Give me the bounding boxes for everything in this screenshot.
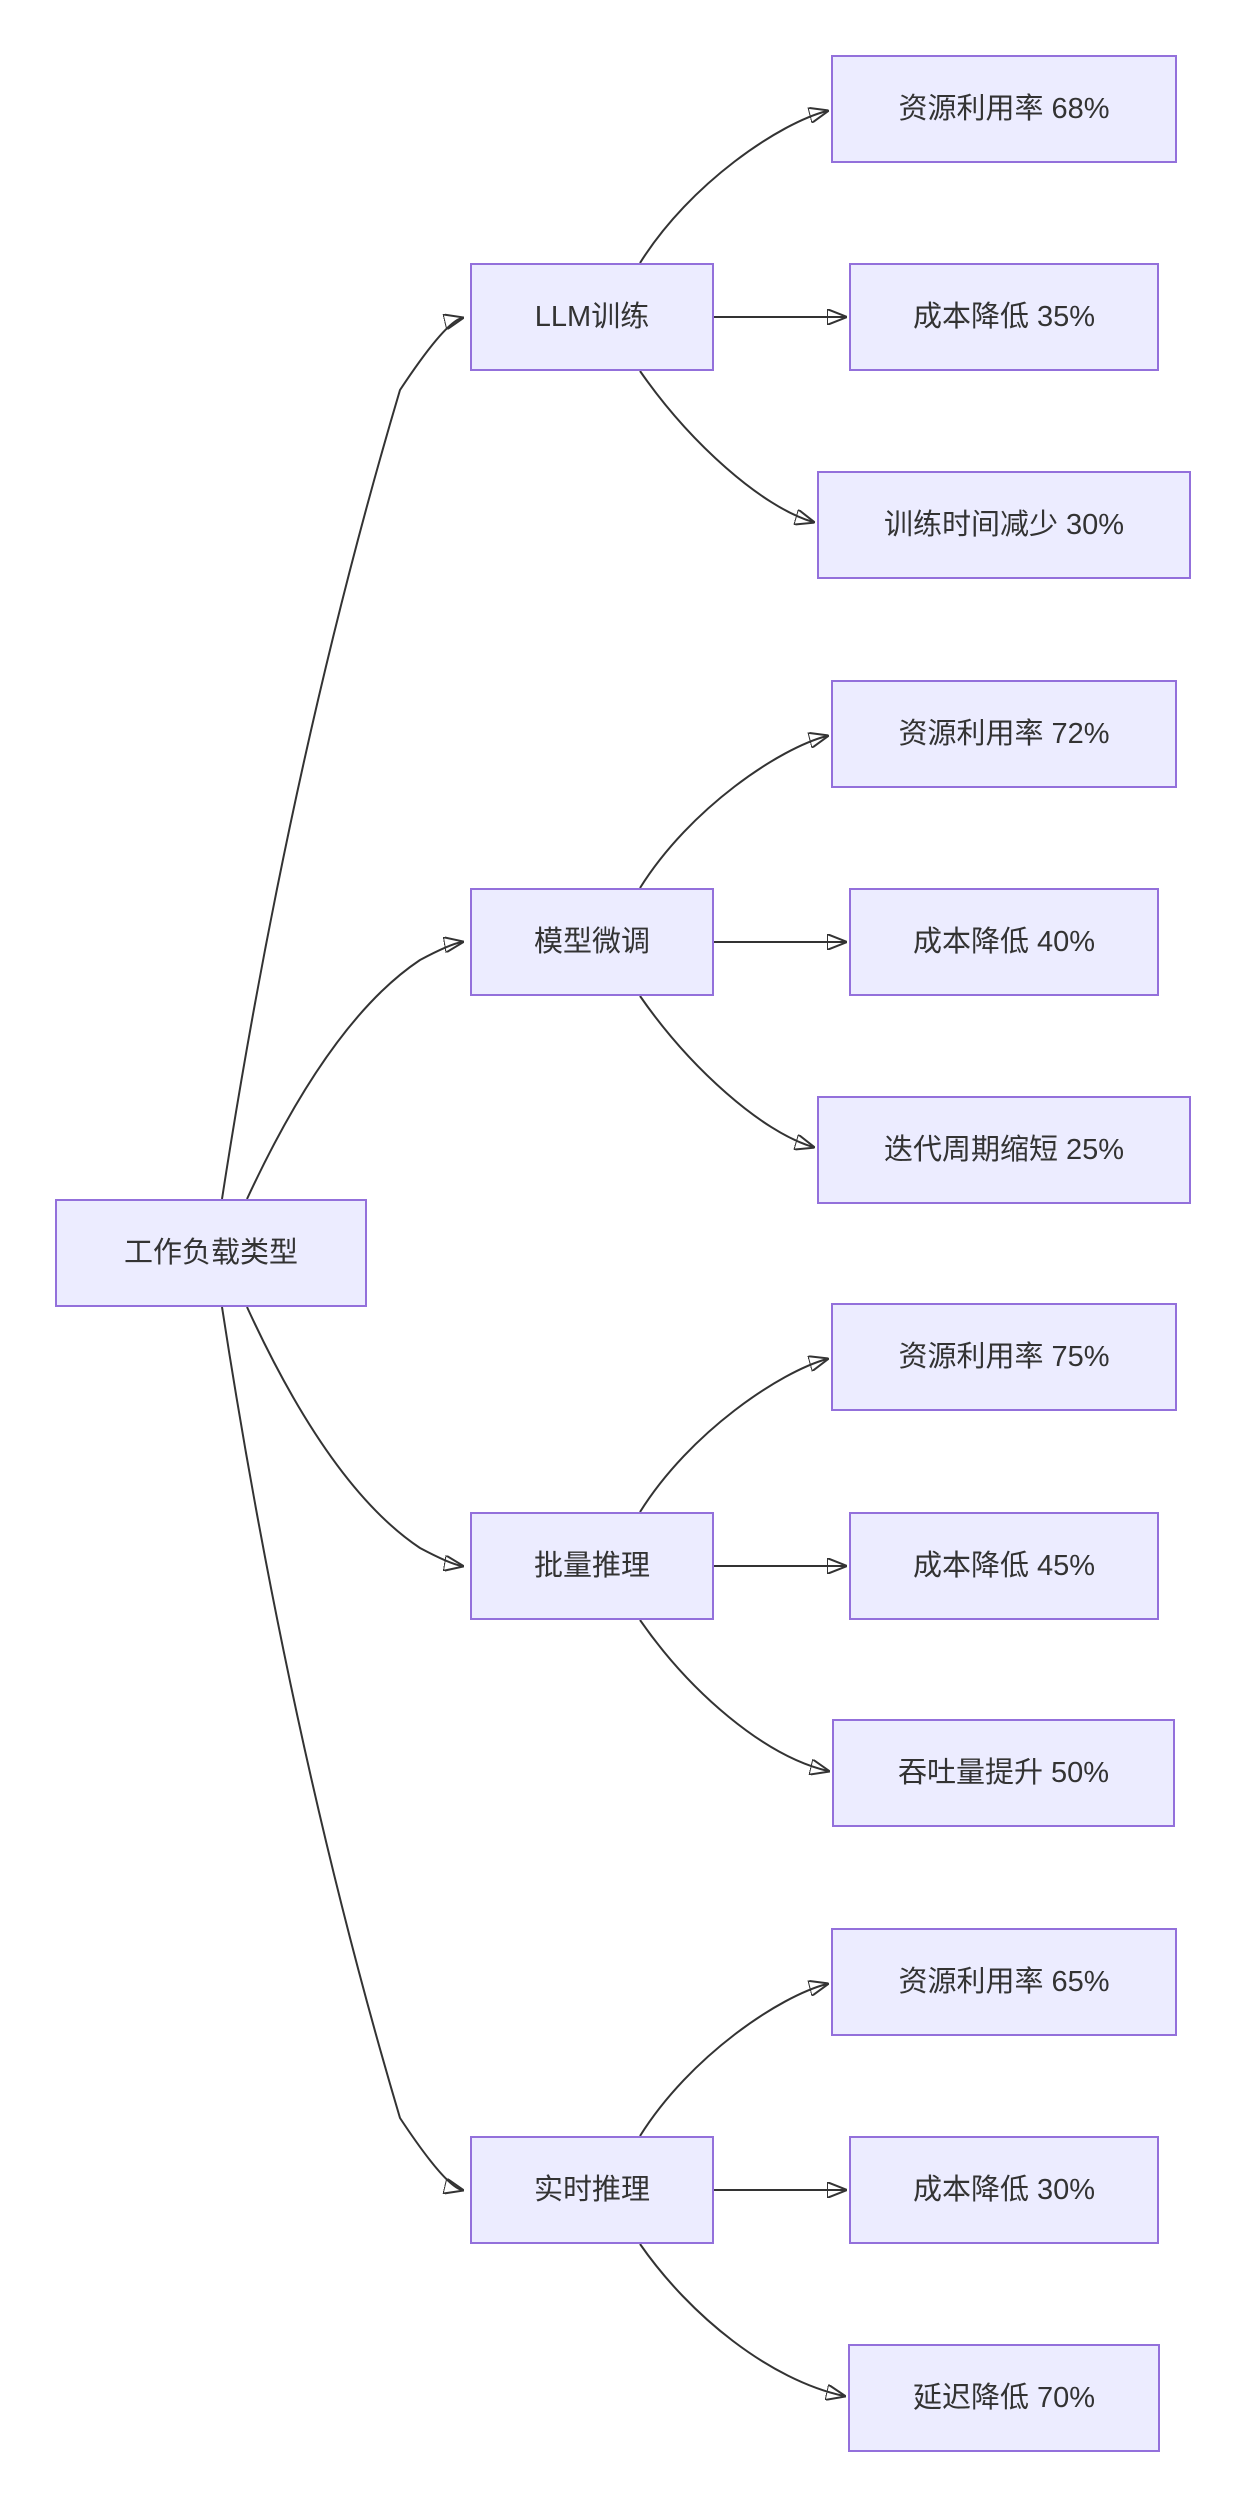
metric-node-label: 资源利用率 72% xyxy=(898,717,1110,750)
edge-root-to-model-finetuning xyxy=(246,942,462,1200)
metric-node-batch-inference-throughput: 吞吐量提升 50% xyxy=(832,1719,1175,1827)
metric-node-llm-training-cost: 成本降低 35% xyxy=(849,263,1159,371)
edge-realtime-inference-to-metric-0 xyxy=(639,1984,827,2137)
root-node-label: 工作负载类型 xyxy=(123,1236,298,1269)
edge-batch-inference-to-metric-0 xyxy=(639,1359,827,1513)
metric-node-label: 成本降低 40% xyxy=(912,925,1096,958)
metric-node-label: 资源利用率 75% xyxy=(898,1340,1110,1373)
metric-node-realtime-inference-latency: 延迟降低 70% xyxy=(848,2344,1160,2452)
metric-node-label: 成本降低 45% xyxy=(912,1549,1096,1582)
edge-root-to-llm-training xyxy=(221,318,462,1200)
edge-llm-training-to-metric-2 xyxy=(639,370,813,522)
edge-model-finetuning-to-metric-2 xyxy=(639,995,813,1147)
metric-node-label: 延迟降低 70% xyxy=(912,2381,1096,2414)
branch-node-label: LLM训练 xyxy=(534,300,650,333)
branch-node-label: 模型微调 xyxy=(533,925,650,958)
metric-node-label: 训练时间减少 30% xyxy=(883,508,1125,541)
edge-root-to-batch-inference xyxy=(246,1306,462,1566)
edge-root-to-realtime-inference xyxy=(221,1306,462,2190)
metric-node-llm-training-utilization: 资源利用率 68% xyxy=(831,55,1177,163)
branch-node-batch-inference: 批量推理 xyxy=(470,1512,714,1620)
metric-node-batch-inference-cost: 成本降低 45% xyxy=(849,1512,1159,1620)
edge-realtime-inference-to-metric-2 xyxy=(639,2243,844,2396)
metric-node-model-finetuning-cost: 成本降低 40% xyxy=(849,888,1159,996)
edge-llm-training-to-metric-0 xyxy=(639,111,827,264)
edge-model-finetuning-to-metric-0 xyxy=(639,736,827,889)
branch-node-realtime-inference: 实时推理 xyxy=(470,2136,714,2244)
branch-node-llm-training: LLM训练 xyxy=(470,263,714,371)
metric-node-label: 资源利用率 68% xyxy=(898,92,1110,125)
metric-node-label: 成本降低 35% xyxy=(912,300,1096,333)
metric-node-batch-inference-utilization: 资源利用率 75% xyxy=(831,1303,1177,1411)
metric-node-label: 资源利用率 65% xyxy=(898,1965,1110,1998)
branch-node-label: 实时推理 xyxy=(533,2173,650,2206)
edge-batch-inference-to-metric-2 xyxy=(639,1619,828,1771)
metric-node-llm-training-time: 训练时间减少 30% xyxy=(817,471,1191,579)
metric-node-label: 吞吐量提升 50% xyxy=(897,1756,1110,1789)
branch-node-label: 批量推理 xyxy=(533,1549,650,1582)
metric-node-model-finetuning-iteration: 迭代周期缩短 25% xyxy=(817,1096,1191,1204)
metric-node-label: 成本降低 30% xyxy=(912,2173,1096,2206)
metric-node-model-finetuning-utilization: 资源利用率 72% xyxy=(831,680,1177,788)
metric-node-realtime-inference-utilization: 资源利用率 65% xyxy=(831,1928,1177,2036)
branch-node-model-finetuning: 模型微调 xyxy=(470,888,714,996)
metric-node-realtime-inference-cost: 成本降低 30% xyxy=(849,2136,1159,2244)
root-node-workload-type: 工作负载类型 xyxy=(55,1199,367,1307)
metric-node-label: 迭代周期缩短 25% xyxy=(883,1133,1125,1166)
